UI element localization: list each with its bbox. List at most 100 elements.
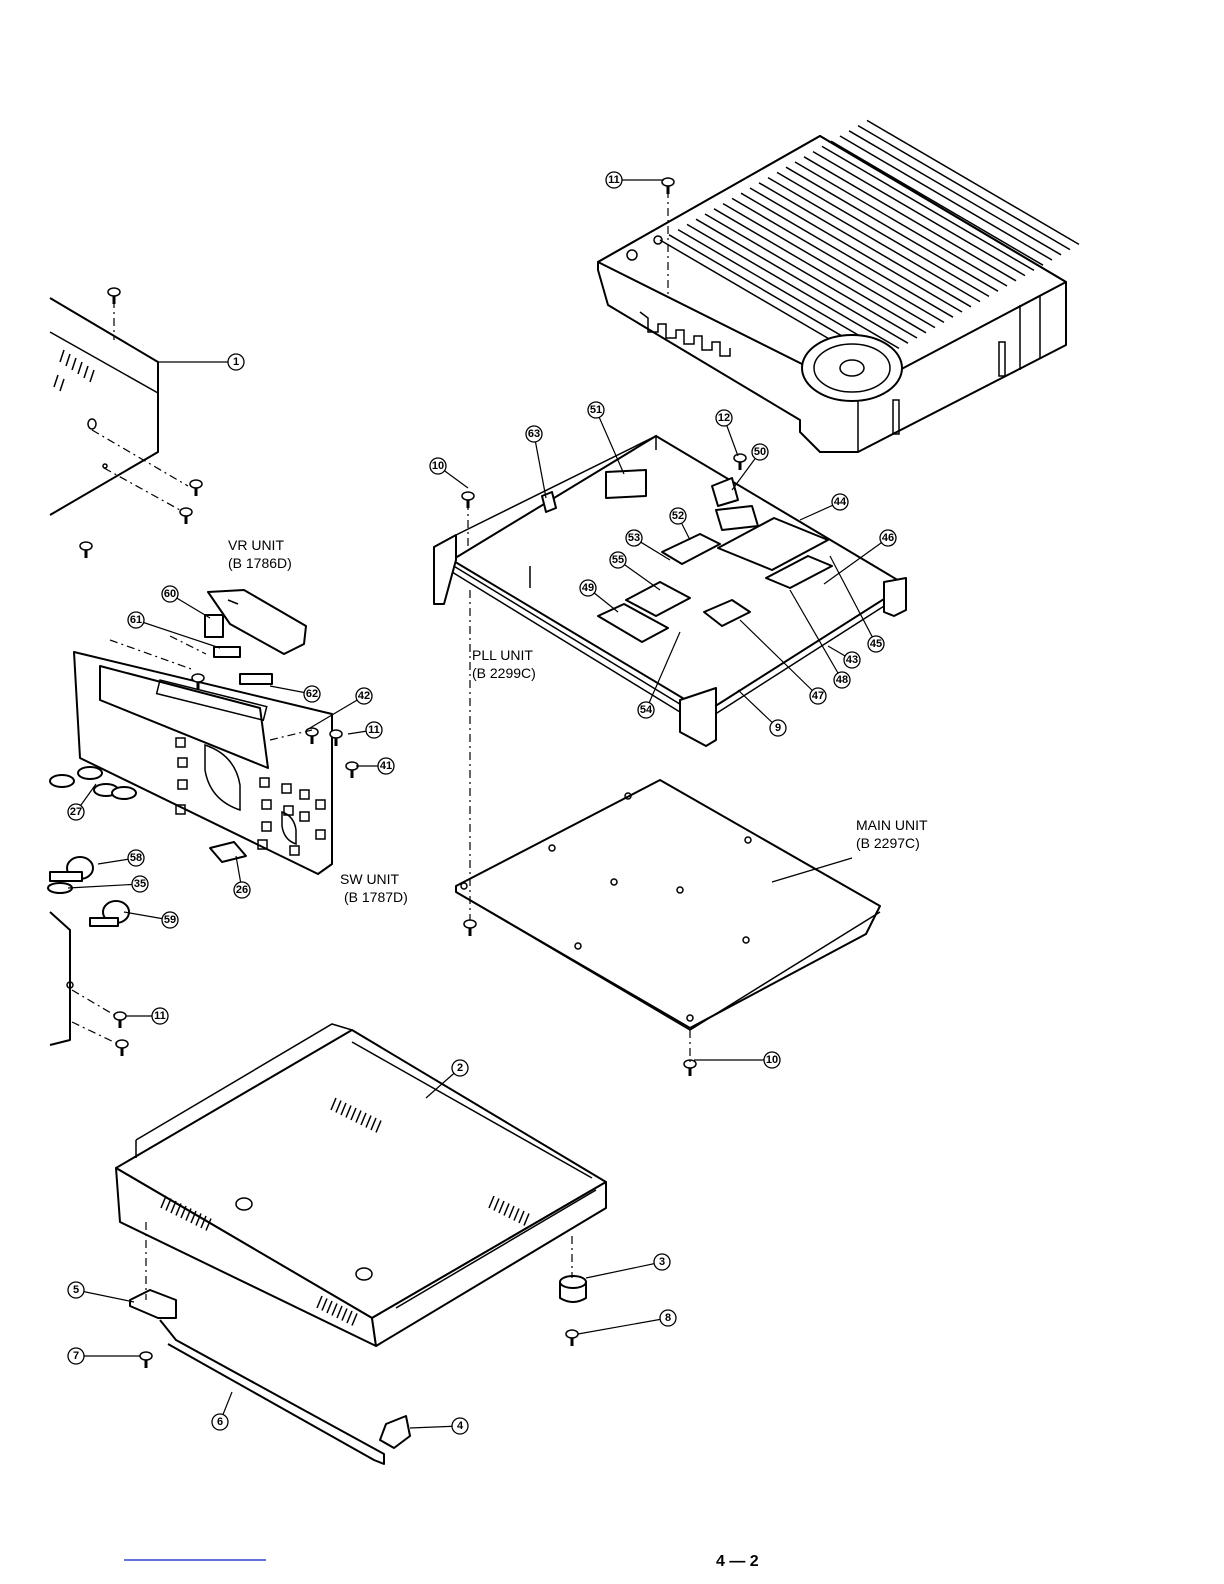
callout-number: 3 — [654, 1254, 670, 1270]
callout-number: 12 — [716, 410, 732, 426]
svg-text:62: 62 — [306, 688, 318, 700]
callout-number: 2 — [452, 1060, 468, 1076]
callout-number: 47 — [810, 688, 826, 704]
callout-number: 27 — [68, 804, 84, 820]
callout-number: 26 — [234, 882, 250, 898]
callout-number: 48 — [834, 672, 850, 688]
screw — [114, 1012, 126, 1028]
vr-unit-label: VR UNIT — [228, 537, 284, 553]
sw-unit-label: SW UNIT — [340, 871, 400, 887]
svg-text:7: 7 — [73, 1350, 79, 1362]
svg-text:27: 27 — [70, 806, 82, 818]
svg-text:3: 3 — [659, 1256, 665, 1268]
svg-text:11: 11 — [154, 1010, 166, 1022]
screw — [80, 542, 92, 558]
svg-text:47: 47 — [812, 690, 824, 702]
svg-text:26: 26 — [236, 884, 248, 896]
callout-number: 8 — [660, 1310, 676, 1326]
svg-text:5: 5 — [73, 1284, 79, 1296]
svg-text:11: 11 — [368, 724, 380, 736]
callout-number: 7 — [68, 1348, 84, 1364]
callout-number: 11 — [366, 722, 382, 738]
screw — [180, 508, 192, 524]
vr-unit-board — [205, 590, 306, 684]
svg-text:60: 60 — [164, 588, 176, 600]
screw — [734, 454, 746, 470]
callout-number: 6 — [212, 1414, 228, 1430]
screw — [190, 480, 202, 496]
svg-text:45: 45 — [870, 638, 882, 650]
svg-text:61: 61 — [130, 614, 142, 626]
svg-text:54: 54 — [640, 704, 653, 716]
callout-number: 4 — [452, 1418, 468, 1434]
pll-unit-code: (B 2299C) — [472, 665, 536, 681]
callout-number: 54 — [638, 702, 654, 718]
callout-number: 50 — [752, 444, 768, 460]
svg-text:10: 10 — [432, 460, 444, 472]
callout-number: 58 — [128, 850, 144, 866]
callout-number: 42 — [356, 688, 372, 704]
callout-number: 10 — [764, 1052, 780, 1068]
svg-text:51: 51 — [590, 404, 602, 416]
svg-text:41: 41 — [380, 760, 392, 772]
callout-number: 9 — [770, 720, 786, 736]
vr-unit-code: (B 1786D) — [228, 555, 292, 571]
screw — [140, 1352, 152, 1368]
svg-text:4: 4 — [457, 1420, 464, 1432]
screw — [346, 762, 358, 778]
callout-number: 10 — [430, 458, 446, 474]
bottom-tray — [116, 1024, 606, 1346]
callout-number: 61 — [128, 612, 144, 628]
callout-number: 11 — [152, 1008, 168, 1024]
svg-text:50: 50 — [754, 446, 766, 458]
screw — [116, 1040, 128, 1056]
screw — [684, 1060, 696, 1076]
callout-number: 43 — [844, 652, 860, 668]
screw — [566, 1330, 578, 1346]
svg-text:1: 1 — [233, 356, 239, 368]
callout-number: 52 — [670, 508, 686, 524]
screw — [464, 920, 476, 936]
heatsink-cover — [598, 120, 1079, 452]
main-unit-label: MAIN UNIT — [856, 817, 928, 833]
svg-text:58: 58 — [130, 852, 142, 864]
callout-number: 51 — [588, 402, 604, 418]
callout-number: 41 — [378, 758, 394, 774]
callout-number: 44 — [832, 494, 848, 510]
callout-number: 63 — [526, 426, 542, 442]
svg-text:63: 63 — [528, 428, 540, 440]
callout-number: 59 — [162, 912, 178, 928]
callout-number: 45 — [868, 636, 884, 652]
svg-text:6: 6 — [217, 1416, 223, 1428]
svg-text:2: 2 — [457, 1062, 463, 1074]
svg-text:52: 52 — [672, 510, 684, 522]
callout-number: 60 — [162, 586, 178, 602]
page-number: 4 — 2 — [716, 1553, 759, 1570]
main-unit-board — [456, 780, 880, 1030]
front-chassis — [50, 298, 158, 515]
svg-text:11: 11 — [608, 174, 620, 186]
svg-text:48: 48 — [836, 674, 848, 686]
svg-text:46: 46 — [882, 532, 894, 544]
svg-text:55: 55 — [612, 554, 624, 566]
svg-text:53: 53 — [628, 532, 640, 544]
callout-number: 35 — [132, 876, 148, 892]
sw-unit-code: (B 1787D) — [344, 889, 408, 905]
svg-text:42: 42 — [358, 690, 370, 702]
callout-number: 5 — [68, 1282, 84, 1298]
callout-number: 1 — [228, 354, 244, 370]
callout-number: 46 — [880, 530, 896, 546]
pll-unit-board — [434, 436, 906, 746]
svg-text:9: 9 — [775, 722, 781, 734]
callout-number: 55 — [610, 552, 626, 568]
callout-number: 11 — [606, 172, 622, 188]
svg-text:59: 59 — [164, 914, 176, 926]
svg-text:8: 8 — [665, 1312, 671, 1324]
svg-text:35: 35 — [134, 878, 146, 890]
main-unit-code: (B 2297C) — [856, 835, 920, 851]
svg-text:10: 10 — [766, 1054, 778, 1066]
svg-text:49: 49 — [582, 582, 594, 594]
sw-unit-board — [74, 652, 332, 874]
callout-number: 62 — [304, 686, 320, 702]
